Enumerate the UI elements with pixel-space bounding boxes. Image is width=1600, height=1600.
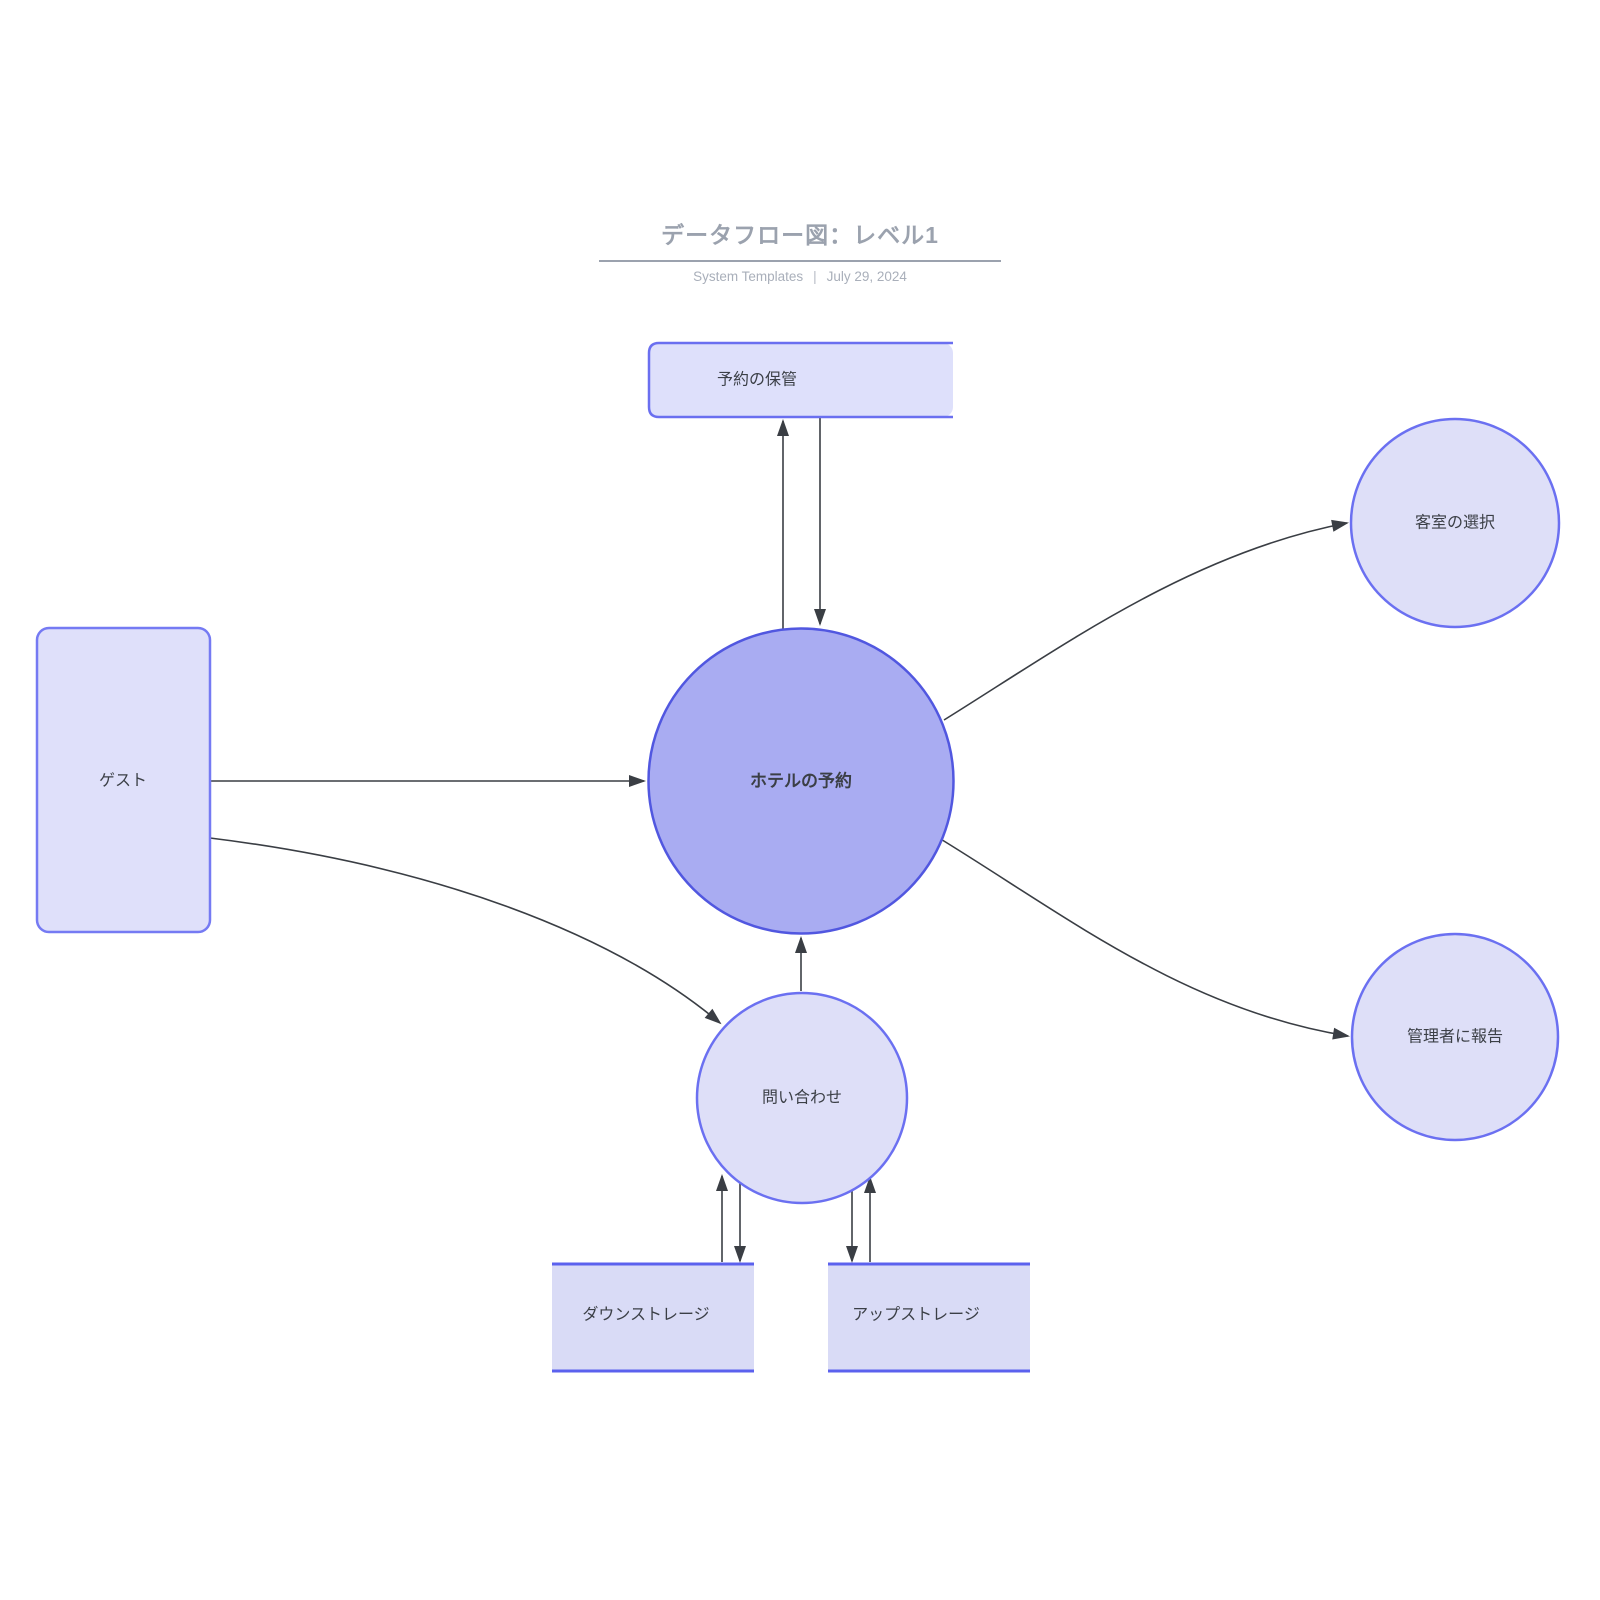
- edge-hotel-to-room-selection: [943, 519, 1349, 721]
- node-hotel-reservation[interactable]: ホテルの予約: [647, 627, 955, 935]
- node-room-selection[interactable]: 客室の選択: [1349, 417, 1561, 629]
- edge-hotel-to-report-admin: [938, 837, 1350, 1040]
- node-down-storage-label: ダウンストレージ: [582, 1306, 709, 1324]
- page-title: データフロー図：レベル1: [661, 222, 939, 248]
- node-inquiry-label: 問い合わせ: [762, 1089, 842, 1107]
- edge-guest-to-inquiry: [209, 837, 722, 1025]
- node-reservation-store[interactable]: 予約の保管: [647, 341, 953, 419]
- meta-date: July 29, 2024: [826, 269, 907, 284]
- node-guest[interactable]: ゲスト: [35, 626, 212, 934]
- node-report-admin[interactable]: 管理者に報告: [1350, 932, 1560, 1142]
- node-reservation-store-label: 予約の保管: [717, 371, 797, 389]
- diagram-header: データフロー図：レベル1 System Templates | July 29, 2…: [0, 216, 1600, 284]
- node-hotel-reservation-label: ホテルの予約: [750, 771, 852, 791]
- node-report-admin-label: 管理者に報告: [1407, 1028, 1503, 1046]
- node-down-storage[interactable]: ダウンストレージ: [552, 1262, 754, 1373]
- meta-source: System Templates: [693, 269, 804, 284]
- node-up-storage[interactable]: アップストレージ: [828, 1262, 1030, 1373]
- meta-separator: |: [813, 269, 817, 284]
- diagram-meta: System Templates | July 29, 2024: [0, 269, 1600, 284]
- node-room-selection-label: 客室の選択: [1415, 514, 1495, 532]
- node-inquiry[interactable]: 問い合わせ: [695, 991, 909, 1205]
- title-underline: データフロー図：レベル1: [599, 216, 1001, 262]
- node-guest-label: ゲスト: [99, 772, 147, 790]
- node-up-storage-label: アップストレージ: [852, 1306, 980, 1324]
